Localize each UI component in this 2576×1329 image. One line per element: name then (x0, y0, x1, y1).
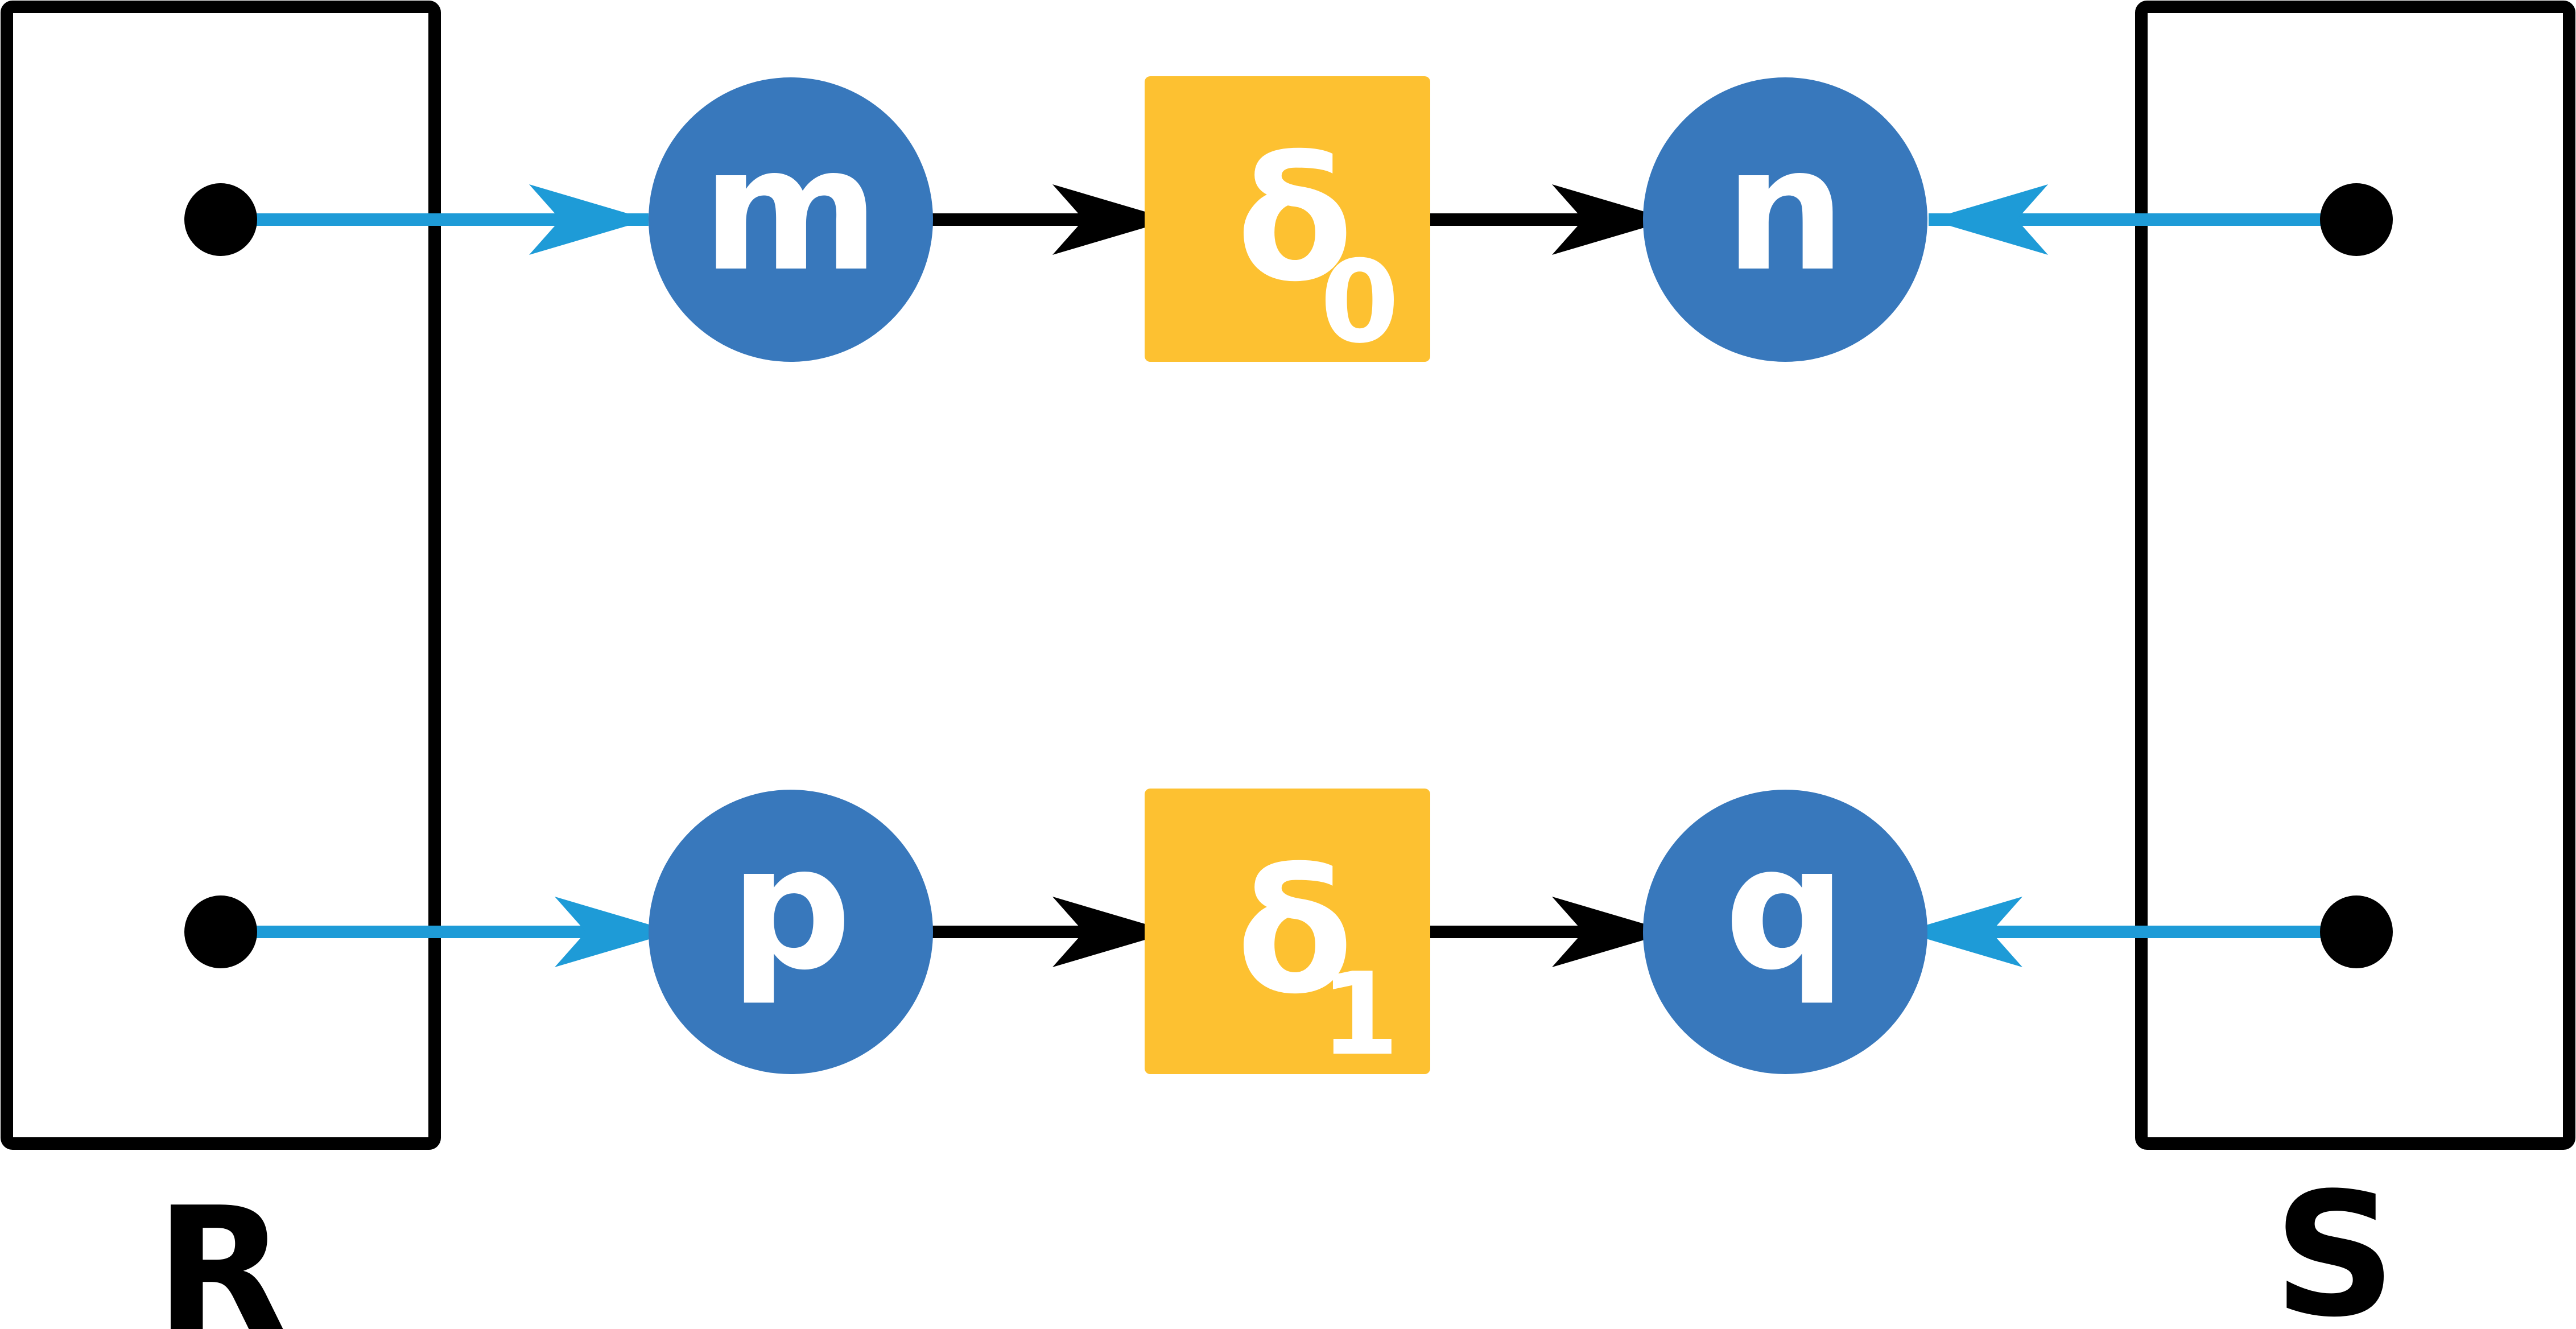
node-q-label: q (1724, 809, 1847, 1008)
delta1-symbol: δ (1236, 833, 1353, 1031)
node-n: n (1643, 77, 1927, 362)
node-q: q (1643, 790, 1927, 1074)
set-s-box (2135, 1, 2575, 1150)
delta1-box: δ 1 (1145, 789, 1430, 1081)
delta0-box: δ 0 (1145, 76, 1430, 369)
point-s-top (2320, 183, 2393, 256)
set-r-label: R (155, 1171, 286, 1329)
set-r-box (1, 1, 441, 1150)
delta0-symbol: δ (1236, 121, 1353, 319)
node-p-label: p (730, 809, 852, 1008)
point-r-top (184, 183, 257, 256)
node-n-label: n (1724, 110, 1846, 309)
point-s-bottom (2320, 895, 2393, 968)
node-p: p (649, 790, 933, 1074)
delta1-subscript: 1 (1320, 948, 1399, 1081)
node-m-label: m (702, 110, 880, 309)
node-m: m (649, 77, 933, 362)
delta0-subscript: 0 (1320, 236, 1399, 369)
set-s-label: S (2273, 1156, 2396, 1329)
point-r-bottom (184, 895, 257, 968)
